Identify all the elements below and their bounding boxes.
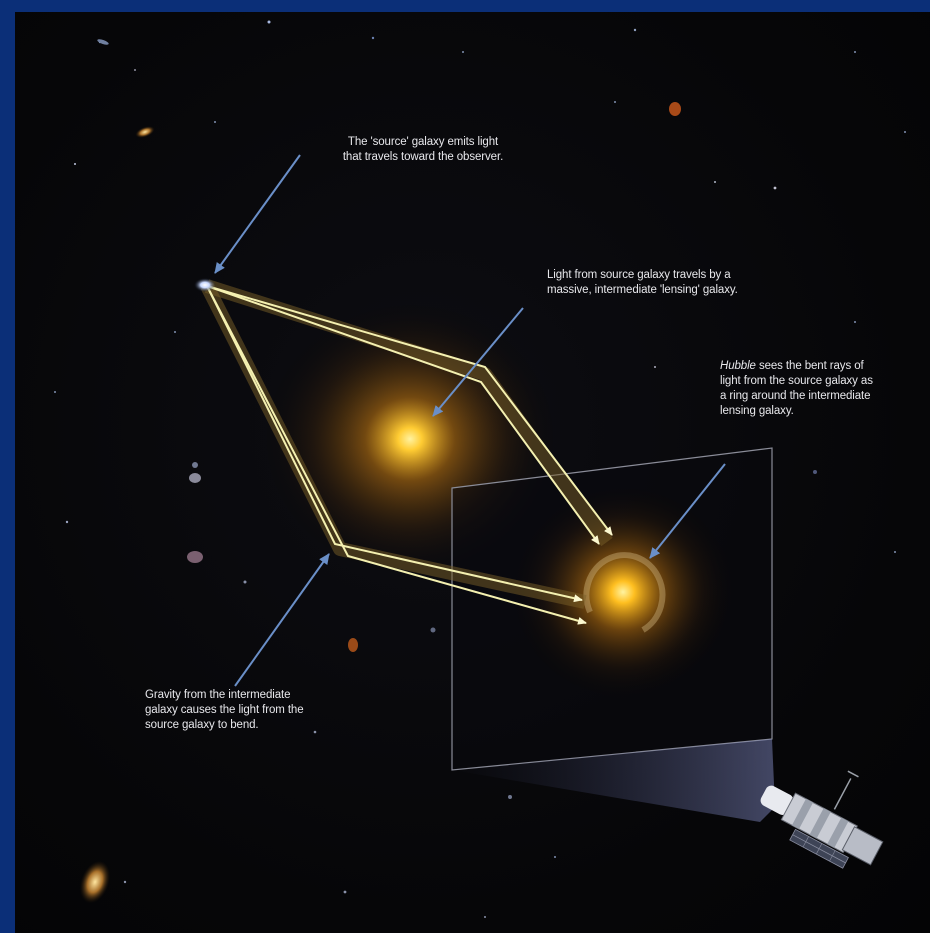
light-annotation-line-1: Light from source galaxy travels by a (547, 269, 731, 281)
pointer-gravity (234, 553, 330, 687)
pointer-lensing (432, 307, 524, 417)
hubble-annotation-line-2: light from the source galaxy as (720, 375, 873, 387)
source-galaxy-annotation: The 'source' galaxy emits light that tra… (328, 135, 518, 165)
hubble-line-1-rest: sees the bent rays of (755, 360, 864, 372)
lensing-galaxy-annotation: Light from source galaxy travels by a ma… (547, 268, 767, 298)
diagram-panel: The 'source' galaxy emits light that tra… (15, 12, 930, 933)
gravity-annotation-line-3: source galaxy to bend. (145, 719, 259, 731)
observed-lensed-galaxy (508, 482, 738, 702)
hubble-space-telescope-icon (760, 770, 884, 869)
star-field (54, 20, 906, 918)
gravity-annotation-line-1: Gravity from the intermediate (145, 689, 291, 701)
background-galaxies (79, 39, 681, 904)
gravity-annotation: Gravity from the intermediate galaxy cau… (145, 688, 355, 733)
hubble-annotation: Hubble sees the bent rays of light from … (720, 359, 920, 419)
source-annotation-line-1: The 'source' galaxy emits light (347, 136, 499, 148)
hubble-annotation-line-1: Hubble sees the bent rays of (720, 359, 920, 374)
ray-lower-outer (206, 285, 587, 625)
ray-lower-inner (206, 285, 583, 603)
hubble-italic-word: Hubble (720, 360, 756, 372)
hubble-annotation-line-3: a ring around the intermediate (720, 390, 871, 402)
source-annotation-line-2: that travels toward the observer. (342, 151, 504, 163)
einstein-ring (583, 552, 666, 633)
ray-upper-outer (206, 285, 613, 536)
pointer-source (214, 154, 301, 274)
light-rays (206, 285, 613, 625)
light-annotation-line-2: massive, intermediate 'lensing' galaxy. (547, 284, 738, 296)
view-cone (452, 739, 775, 822)
pointer-hubble (649, 463, 726, 559)
lensing-scene (54, 20, 906, 918)
gravity-annotation-line-2: galaxy causes the light from the (145, 704, 304, 716)
ray-upper-inner (206, 285, 600, 545)
source-galaxy (194, 278, 216, 292)
hubble-annotation-line-4: lensing galaxy. (720, 405, 794, 417)
pointer-lines (214, 154, 726, 687)
